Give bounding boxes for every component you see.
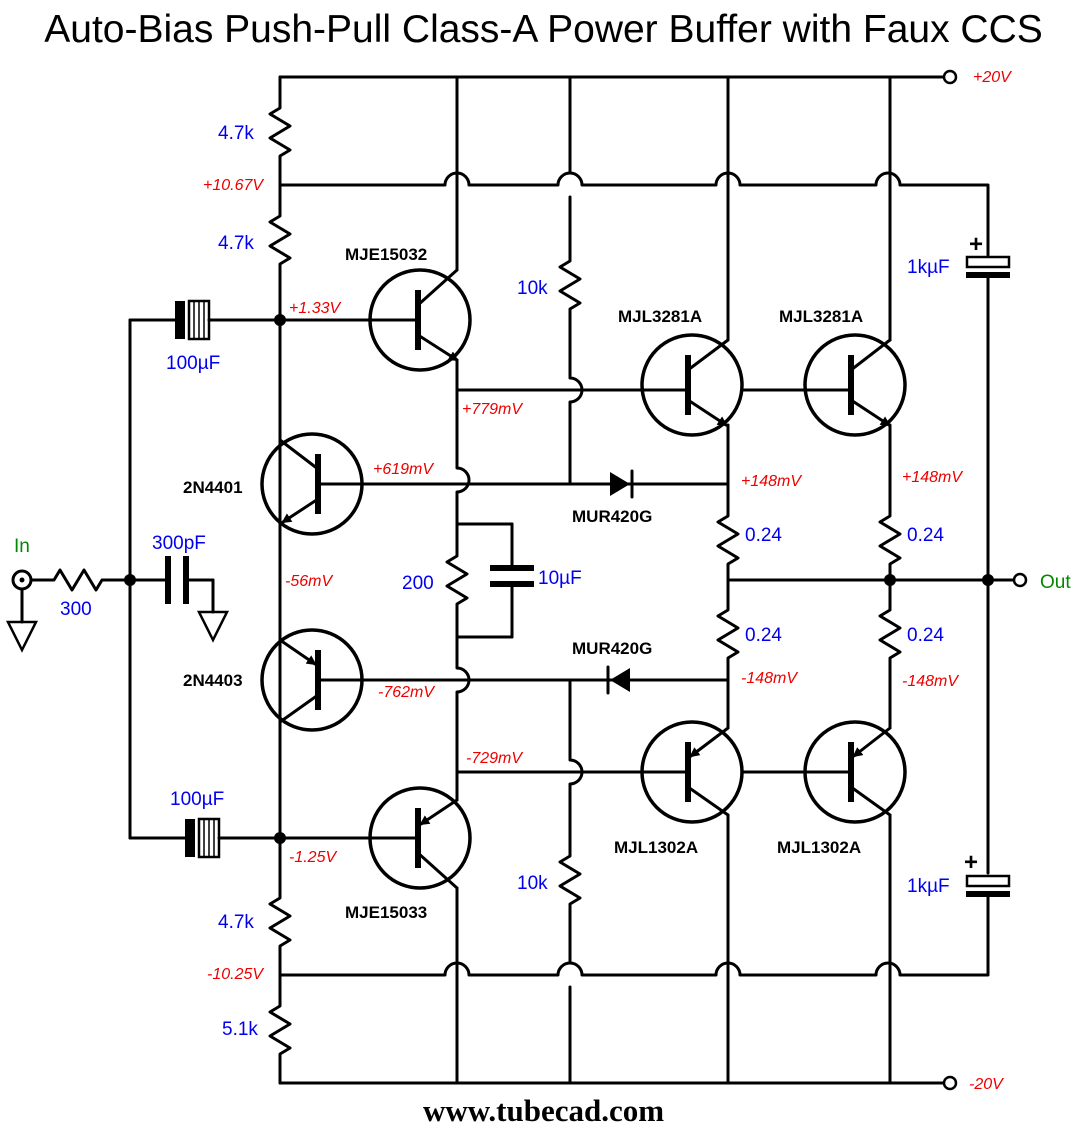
r-e3-label: 0.24 [745,625,782,646]
svg-text:+: + [969,231,983,258]
resistor-r-e2 [878,508,902,606]
transistor-2n4403 [260,628,459,732]
diode-bottom [606,665,630,695]
center-column-top [455,358,471,526]
r-10k-top-label: 10k [517,278,548,299]
diode-top-label: MUR420G [572,507,652,526]
r-top2-label: 4.7k [218,233,254,254]
voltage-148m-a: +148mV [741,473,802,490]
transistor-mjl1302a-1 [638,660,744,1085]
input-ground-symbol [5,620,39,653]
tap-line-top [278,171,990,257]
capacitor-c-10u [490,522,534,639]
input-label: In [14,536,30,557]
voltage-neg1-25: -1.25V [289,849,337,866]
input-network [5,318,230,840]
output-terminal [1012,572,1028,588]
negative-rail [278,1075,958,1091]
transistor-mje15032 [278,75,472,372]
cap-ground-symbol [196,610,230,643]
center-column-bot [455,635,471,802]
r-bot2-label: 5.1k [222,1019,258,1040]
transistor-mjl3281a-1 [638,75,744,512]
output-line [726,572,1028,588]
voltage-neg729m: -729mV [466,750,523,767]
r-input-label: 300 [60,599,92,620]
diode-top [610,469,634,499]
voltage-1-33: +1.33V [289,300,341,317]
voltage-neg762m: -762mV [378,684,435,701]
r-10k-bot-label: 10k [517,873,548,894]
mjl3281a-2-label: MJL3281A [779,307,863,326]
c-in-bot-label: 100µF [170,789,224,810]
resistor-r-e3 [716,602,740,666]
resistor-r-e1 [716,508,740,606]
2n4403-label: 2N4403 [183,671,243,690]
voltage-779m: +779mV [462,401,523,418]
resistor-r-200 [445,522,514,639]
capacitor-c-1k-top: + [965,231,1011,582]
svg-text:+: + [964,849,978,876]
diode-bottom-label: MUR420G [572,639,652,658]
resistor-r-bot2 [268,998,292,1062]
voltage-neg148m-b: -148mV [902,673,959,690]
diagram-title: Auto-Bias Push-Pull Class-A Power Buffer… [44,8,1043,51]
resistor-r-10k-bot [558,678,584,1085]
voltage-10-67: +10.67V [203,177,264,194]
mjl3281a-1-label: MJL3281A [618,307,702,326]
mje15033-label: MJE15033 [345,903,427,922]
c-300p-label: 300pF [152,533,206,554]
positive-rail [278,69,958,85]
negative-rail-terminal [942,1075,958,1091]
capacitor-c-in-bot [173,817,282,859]
positive-rail-label: +20V [973,69,1012,86]
resistor-r-10k-top [558,75,584,486]
voltage-neg148m-a: -148mV [741,670,798,687]
resistor-r-bot1 [268,890,292,954]
resistor-r-top2 [268,208,292,272]
tap-line-bottom [278,893,990,977]
capacitor-c-1k-bot: + [964,578,1011,897]
c-1k-top-label: 1kµF [907,257,950,278]
r-top1-label: 4.7k [218,123,254,144]
resistor-r-top1 [268,100,292,164]
negative-rail-label: -20V [969,1076,1004,1093]
voltage-neg10-25: -10.25V [207,966,264,983]
capacitor-c-in-top [175,299,282,341]
transistor-mje15033 [278,786,472,1085]
c-10u-label: 10µF [538,568,582,589]
mje15032-label: MJE15032 [345,245,427,264]
r-200-label: 200 [402,573,434,594]
c-in-top-label: 100µF [166,353,220,374]
footer-url: www.tubecad.com [422,1093,665,1128]
voltage-619m: +619mV [373,461,434,478]
2n4401-label: 2N4401 [183,478,243,497]
output-label: Out [1040,572,1071,593]
mjl1302a-2-label: MJL1302A [777,838,861,857]
r-e2-label: 0.24 [907,525,944,546]
mjl1302a-1-label: MJL1302A [614,838,698,857]
resistor-r-e4 [878,602,902,666]
positive-rail-terminal [942,69,958,85]
r-e4-label: 0.24 [907,625,944,646]
transistor-mjl3281a-2 [740,75,907,512]
voltage-neg56m: -56mV [285,573,333,590]
r-e1-label: 0.24 [745,525,782,546]
voltage-148m-b: +148mV [902,469,963,486]
r-bot1-label: 4.7k [218,912,254,933]
resistor-r-input [46,568,110,592]
transistor-2n4401 [260,432,459,536]
transistor-mjl1302a-2 [740,660,907,1085]
c-1k-bot-label: 1kµF [907,876,950,897]
